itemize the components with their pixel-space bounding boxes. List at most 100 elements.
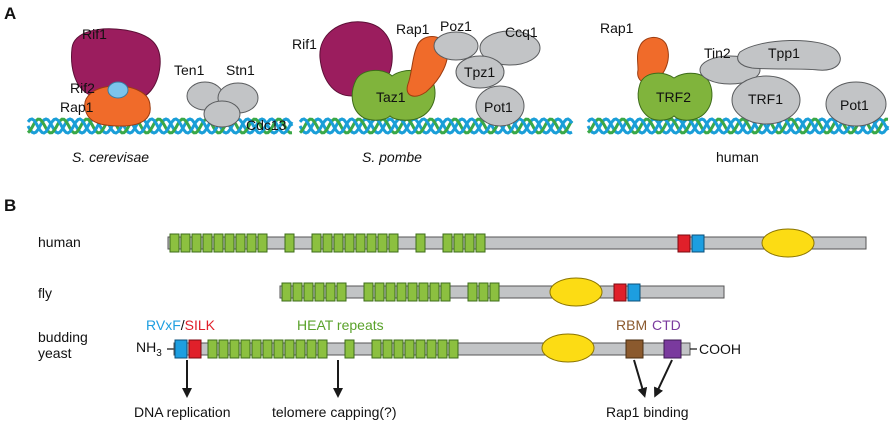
silk-motif bbox=[613, 283, 627, 302]
zinc-domain-ellipse bbox=[761, 228, 815, 258]
protein-label: Rap1 bbox=[396, 21, 430, 37]
protein-label: Tpz1 bbox=[464, 64, 495, 80]
protein-label: Tin2 bbox=[704, 45, 731, 61]
panel-b-label: B bbox=[4, 196, 16, 215]
heat-repeat bbox=[251, 339, 262, 359]
species-label-budding: budding bbox=[38, 329, 88, 345]
heat-repeat bbox=[235, 233, 246, 253]
poz1-protein bbox=[433, 31, 479, 61]
heat-repeat bbox=[475, 233, 486, 253]
heat-repeat bbox=[306, 339, 317, 359]
ctd-domain bbox=[663, 339, 682, 359]
cdc13-protein bbox=[203, 100, 241, 128]
species-label-fly: fly bbox=[38, 285, 52, 301]
organism-label: S. pombe bbox=[362, 149, 422, 165]
heat-repeat bbox=[213, 233, 224, 253]
heat-repeats-label: HEAT repeats bbox=[297, 317, 384, 333]
n-terminus-label: NH3 bbox=[136, 339, 162, 359]
human-complex: Rap1 Tin2 Tpp1 TRF2 TRF1 Pot1 human bbox=[600, 20, 887, 165]
heat-repeat bbox=[262, 339, 273, 359]
heat-repeat bbox=[169, 233, 180, 253]
heat-repeat bbox=[415, 339, 426, 359]
heat-repeat bbox=[366, 233, 377, 253]
heat-repeat bbox=[388, 233, 399, 253]
pot1-protein bbox=[475, 85, 525, 127]
heat-repeat bbox=[404, 339, 415, 359]
heat-repeat bbox=[377, 233, 388, 253]
heat-repeat bbox=[295, 339, 306, 359]
rbm-domain bbox=[625, 339, 644, 359]
heat-repeat bbox=[292, 282, 303, 302]
protein-label: Pot1 bbox=[484, 99, 513, 115]
dna-strand bbox=[26, 117, 294, 135]
rvxf-motif bbox=[174, 339, 188, 359]
panel-a-label: A bbox=[4, 4, 16, 23]
heat-repeat bbox=[333, 233, 344, 253]
ctd-label: CTD bbox=[652, 317, 681, 333]
protein-label: Rif2 bbox=[70, 80, 95, 96]
zinc-domain-ellipse bbox=[541, 333, 595, 363]
heat-repeat bbox=[442, 233, 453, 253]
heat-repeat bbox=[448, 339, 459, 359]
heat-repeat bbox=[284, 339, 295, 359]
heat-repeat bbox=[453, 233, 464, 253]
heat-repeat-group bbox=[207, 339, 459, 359]
heat-repeat bbox=[478, 282, 489, 302]
heat-repeat bbox=[467, 282, 478, 302]
tpz1-protein bbox=[455, 55, 505, 89]
heat-repeat bbox=[273, 339, 284, 359]
trf2-protein bbox=[637, 72, 713, 121]
heat-repeat bbox=[355, 233, 366, 253]
heat-repeat bbox=[311, 233, 322, 253]
protein-label: TRF2 bbox=[656, 89, 691, 105]
protein-label: Stn1 bbox=[226, 62, 255, 78]
heat-repeat bbox=[180, 233, 191, 253]
silk-motif bbox=[677, 234, 691, 253]
dna-strand bbox=[586, 117, 890, 135]
heat-repeat bbox=[363, 282, 374, 302]
yeast-rif1-protein: NH3 COOH bbox=[136, 333, 741, 363]
c-terminus-label: COOH bbox=[699, 341, 741, 357]
heat-repeat bbox=[418, 282, 429, 302]
dna-helices bbox=[26, 117, 890, 135]
function-label-telomere-capping: telomere capping(?) bbox=[272, 404, 397, 420]
heat-repeat bbox=[322, 233, 333, 253]
arrow-rbm-rap1 bbox=[633, 359, 648, 398]
rvxf-motif bbox=[627, 283, 641, 302]
protein-label: Rap1 bbox=[60, 99, 94, 115]
heat-repeat bbox=[426, 339, 437, 359]
rif2-protein bbox=[107, 81, 129, 99]
heat-repeat bbox=[374, 282, 385, 302]
species-label-human: human bbox=[38, 234, 81, 250]
heat-repeat bbox=[385, 282, 396, 302]
heat-repeat bbox=[415, 233, 426, 253]
dna-strand bbox=[298, 117, 574, 135]
heat-repeat bbox=[303, 282, 314, 302]
protein-backbone bbox=[167, 236, 867, 250]
rvxf-motif bbox=[691, 234, 705, 253]
heat-repeat bbox=[229, 339, 240, 359]
protein-label: Cdc13 bbox=[246, 117, 287, 133]
protein-label: Taz1 bbox=[376, 89, 406, 105]
rap1-protein bbox=[84, 85, 151, 127]
zinc-domain-ellipse bbox=[549, 277, 603, 307]
function-label-dna-replication: DNA replication bbox=[134, 404, 231, 420]
heat-repeat bbox=[344, 339, 355, 359]
fly-rif1-protein bbox=[279, 277, 725, 307]
rif1-protein bbox=[71, 28, 161, 103]
heat-repeat bbox=[218, 339, 229, 359]
heat-repeat bbox=[317, 339, 328, 359]
domain-labels-motifs: RVxF/SILK bbox=[146, 317, 216, 333]
heat-repeat-group bbox=[169, 233, 486, 253]
species-label-yeast: yeast bbox=[38, 345, 72, 361]
protein-label: Ten1 bbox=[174, 62, 205, 78]
heat-repeat bbox=[464, 233, 475, 253]
protein-label: Rif1 bbox=[292, 36, 317, 52]
heat-repeat bbox=[336, 282, 347, 302]
heat-repeat bbox=[396, 282, 407, 302]
heat-repeat bbox=[325, 282, 336, 302]
protein-label: TRF1 bbox=[748, 91, 783, 107]
heat-repeat bbox=[489, 282, 500, 302]
arrow-ctd-rap1 bbox=[654, 359, 673, 398]
dna-strand bbox=[26, 117, 294, 135]
